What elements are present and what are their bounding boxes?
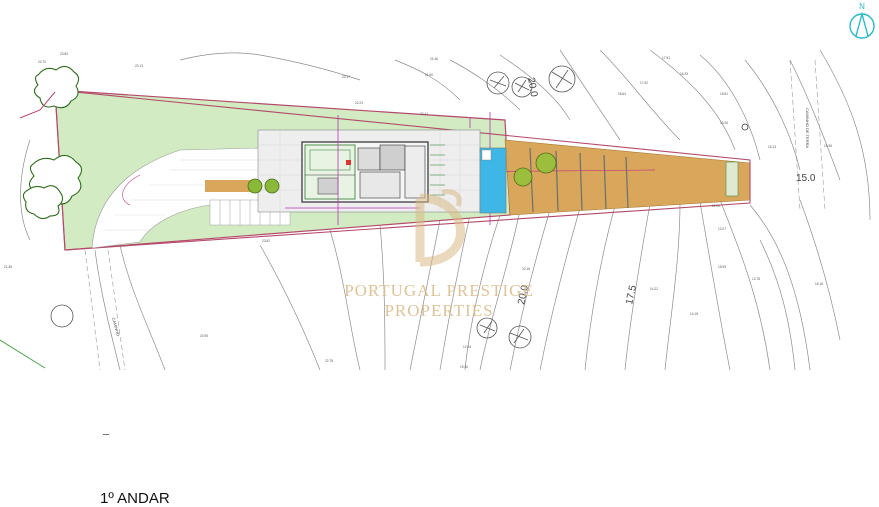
driveway bbox=[91, 146, 301, 249]
scale-note: ▬▬ bbox=[103, 432, 109, 436]
dirt-road bbox=[84, 59, 826, 371]
svg-text:13.78: 13.78 bbox=[752, 277, 760, 281]
svg-text:22.78: 22.78 bbox=[325, 359, 333, 363]
svg-text:16.18: 16.18 bbox=[815, 282, 823, 286]
shrubs bbox=[247, 152, 557, 194]
watermark-logo bbox=[415, 193, 465, 267]
svg-text:15.99: 15.99 bbox=[718, 265, 726, 269]
svg-text:11.06: 11.06 bbox=[712, 204, 720, 208]
watermark-line1: PORTUGAL PRESTIGE bbox=[344, 281, 534, 300]
contour-label-15: 15.0 bbox=[796, 173, 816, 184]
deck-hatch-end bbox=[725, 161, 739, 197]
svg-text:18.64: 18.64 bbox=[618, 92, 626, 96]
sketch-trees bbox=[50, 65, 576, 349]
marker-circle bbox=[741, 123, 749, 131]
contour-label-17-5: 17.5 bbox=[624, 284, 639, 306]
north-letter: N bbox=[859, 2, 865, 11]
svg-text:19.30: 19.30 bbox=[460, 365, 468, 369]
svg-text:17.92: 17.92 bbox=[640, 81, 648, 85]
path-label: CAMINHO bbox=[111, 317, 121, 337]
watermark-line2: PROPERTIES bbox=[384, 301, 493, 320]
svg-text:22.37: 22.37 bbox=[342, 75, 350, 79]
svg-text:24.95: 24.95 bbox=[200, 334, 208, 338]
north-arrow-icon: N bbox=[849, 2, 875, 39]
svg-text:23.80: 23.80 bbox=[60, 52, 68, 56]
house-building bbox=[301, 141, 445, 203]
svg-text:23.13: 23.13 bbox=[135, 64, 143, 68]
svg-text:21.38: 21.38 bbox=[4, 265, 12, 269]
svg-text:22.16: 22.16 bbox=[522, 267, 530, 271]
drive-curve-line bbox=[122, 174, 141, 206]
svg-text:17.51: 17.51 bbox=[662, 56, 670, 60]
green-path-line bbox=[0, 339, 46, 369]
contour-label-20-bottom: 20.0 bbox=[516, 284, 531, 306]
contour-label-20-top: 20.0 bbox=[525, 77, 539, 99]
svg-text:21.50: 21.50 bbox=[425, 73, 433, 77]
contour-lines bbox=[20, 49, 871, 371]
site-plan-drawing: 20.0 20.0 17.5 15.0 CAMINHO DE TERRA CAM… bbox=[0, 2, 875, 371]
svg-text:12.94: 12.94 bbox=[463, 345, 471, 349]
svg-text:16.25: 16.25 bbox=[680, 72, 688, 76]
left-boundary-hook bbox=[19, 91, 56, 119]
svg-text:22.23: 22.23 bbox=[355, 101, 363, 105]
svg-text:22.41: 22.41 bbox=[420, 112, 428, 116]
svg-text:12.07: 12.07 bbox=[718, 227, 726, 231]
svg-text:19.36: 19.36 bbox=[824, 144, 832, 148]
trees bbox=[22, 65, 83, 220]
road-label: CAMINHO DE TERRA bbox=[805, 108, 810, 148]
pool-steps bbox=[481, 149, 492, 161]
svg-text:21.46: 21.46 bbox=[430, 57, 438, 61]
svg-text:15.81: 15.81 bbox=[720, 92, 728, 96]
svg-text:14.18: 14.18 bbox=[690, 312, 698, 316]
watermark: PORTUGAL PRESTIGE PROPERTIES bbox=[344, 189, 534, 320]
svg-text:15.13: 15.13 bbox=[768, 145, 776, 149]
svg-text:14.22: 14.22 bbox=[650, 287, 658, 291]
svg-text:23.82: 23.82 bbox=[262, 239, 270, 243]
elevation-points: 22.70 23.80 23.13 22.37 22.23 22.41 21.4… bbox=[4, 52, 832, 369]
floor-label: 1º ANDAR bbox=[100, 490, 170, 507]
svg-text:13.26: 13.26 bbox=[720, 121, 728, 125]
svg-text:22.70: 22.70 bbox=[38, 60, 46, 64]
